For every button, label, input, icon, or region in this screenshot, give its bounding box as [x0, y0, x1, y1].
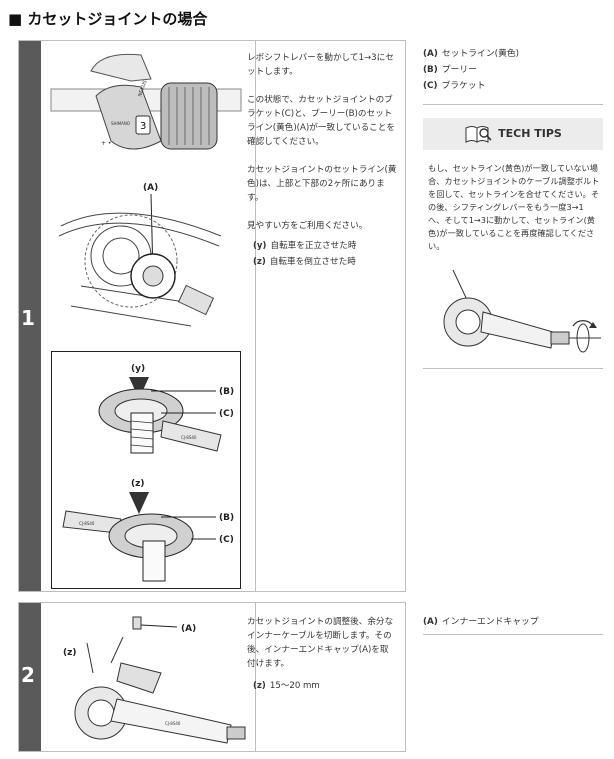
step-1-illustration-column: 3 NEXUS SHIMANO + • (A) [41, 41, 256, 591]
hub-chain-illustration: (A) [58, 183, 222, 327]
tips-bottom-rule [423, 368, 603, 369]
label-c-1: (C) [219, 409, 234, 419]
step-1-bullet-z: (z)自転車を倒立させた時 [253, 255, 397, 269]
cassette-joint-inset: (y) CJ-8S40 (B) (C) (z) CJ-8S40 [51, 351, 241, 589]
step-2-label-a: (A) [181, 624, 196, 634]
legend-b: (B)プーリー [423, 65, 477, 75]
step-1-number: 1 [21, 306, 35, 330]
step-2-legend-a: (A)インナーエンドキャップ [423, 617, 539, 627]
step-2-illustration-column: (A) (z) CJ-8S40 [41, 603, 256, 751]
lever-gear-number: 3 [140, 121, 146, 132]
step-1-bullet-y: (y)自転車を正立させた時 [253, 239, 397, 253]
step-1-text-2: この状態で、カセットジョイントのブラケット(C)と、プーリー(B)のセットライン… [247, 95, 395, 147]
step-1-bar: 1 [19, 41, 41, 591]
label-b-2: (B) [219, 513, 234, 523]
svg-text:+ •: + • [101, 140, 111, 147]
lever-brand-label: NEXUS [137, 79, 149, 97]
step-1-text-4: 見やすい方をご利用ください。 [247, 221, 368, 231]
inner-end-cap-illustration: (A) (z) CJ-8S40 [63, 616, 246, 744]
section-heading: ■ カセットジョイントの場合 [8, 10, 208, 28]
cable-adjust-illustration [443, 269, 601, 353]
step-1-text-3: カセットジョイントのセットライン(黄色)は、上部と下部の2ヶ所にあります。 [247, 165, 397, 203]
bullet-z-text: 自転車を倒立させた時 [269, 257, 356, 267]
label-c-2: (C) [219, 535, 234, 545]
tech-tips-title: TECH TIPS [498, 127, 562, 140]
lever-maker-label: SHIMANO [111, 121, 130, 126]
joint-brand-z: CJ-8S40 [79, 521, 95, 526]
shift-lever-illustration: 3 NEXUS SHIMANO + • [50, 53, 242, 150]
step-1-text-1: レボシフトレバーを動かして1→3にセットします。 [247, 53, 394, 77]
step-1-legend: (A)セットライン(黄色) (B)プーリー (C)ブラケット [423, 46, 603, 94]
step-2-bullet-z: (z)15〜20 mm [253, 679, 397, 693]
tech-tips-text: もし、セットライン(黄色)が一致していない場合、カセットジョイントのケーブル調整… [428, 163, 600, 251]
step-1-instructions: レボシフトレバーを動かして1→3にセットします。 この状態で、カセットジョイント… [247, 51, 397, 271]
step-2-panel: 2 (A) (z) CJ-8S40 カセットジョイントの調整後、余分なインナーケ… [18, 602, 406, 752]
step-2-number: 2 [21, 663, 35, 687]
label-z: (z) [131, 479, 144, 489]
step-2-label-z: (z) [63, 648, 76, 658]
step-2-bullet-key: (z) [253, 681, 266, 691]
tech-tips-header: TECH TIPS [423, 118, 603, 150]
step-2-joint-brand: CJ-8S40 [165, 721, 181, 726]
legend-c: (C)ブラケット [423, 81, 486, 91]
joint-brand-y: CJ-8S40 [181, 435, 197, 440]
legend-a: (A)セットライン(黄色) [423, 49, 520, 59]
step-2-legend-rule [423, 634, 603, 635]
bullet-y-key: (y) [253, 241, 267, 251]
step-2-bullet-text: 15〜20 mm [269, 681, 320, 691]
step-2-legend: (A)インナーエンドキャップ [423, 614, 603, 630]
step-1-panel: 1 3 NEXUS SHIMANO + • (A) [18, 40, 406, 592]
label-a: (A) [143, 183, 158, 193]
bullet-z-key: (z) [253, 257, 266, 267]
label-b-1: (B) [219, 387, 234, 397]
step-2-bar: 2 [19, 603, 41, 751]
label-y: (y) [131, 364, 145, 374]
bullet-y-text: 自転車を正立させた時 [270, 241, 357, 251]
step-2-instructions: カセットジョイントの調整後、余分なインナーケーブルを切断します。その後、インナー… [247, 615, 397, 695]
legend-rule [423, 104, 603, 105]
book-magnifier-icon [465, 126, 492, 143]
step-2-text: カセットジョイントの調整後、余分なインナーケーブルを切断します。その後、インナー… [247, 617, 394, 669]
